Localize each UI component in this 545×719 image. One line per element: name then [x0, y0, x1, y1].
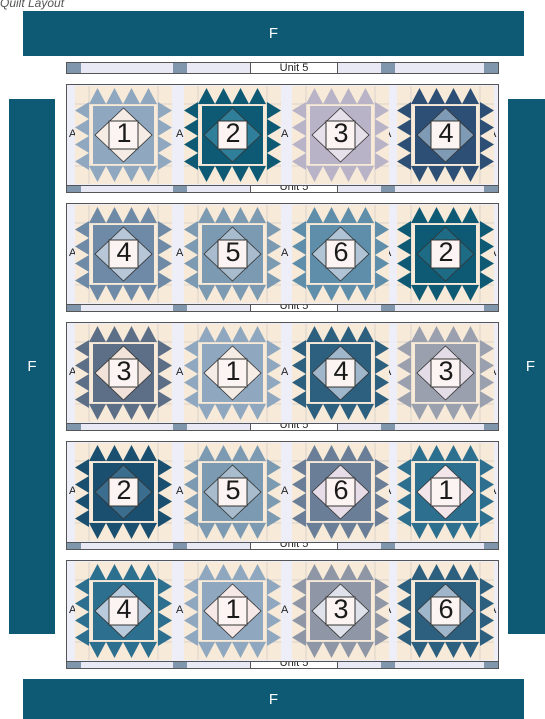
unit-a-label: A: [176, 366, 183, 378]
border-left: F: [9, 99, 55, 634]
block-number: 1: [218, 594, 248, 624]
block-number: 5: [218, 237, 248, 267]
block-number: 1: [218, 356, 248, 386]
sashing-cornerstone: [67, 63, 81, 73]
unit-a-label: A: [176, 247, 183, 259]
block-row: AAAAA 3 1 4: [66, 322, 499, 424]
sashing-cornerstone: [484, 63, 498, 73]
block-number: 1: [109, 118, 139, 148]
quilt-block: 2: [397, 205, 494, 303]
quilt-block: 4: [292, 324, 389, 422]
quilt-block: 1: [184, 562, 281, 660]
quilt-block: 2: [184, 86, 281, 184]
block-number: 2: [218, 118, 248, 148]
block-row: AAAAA 4 5 6: [66, 203, 499, 305]
block-row: AAAAA 2 5 6: [66, 441, 499, 543]
quilt-block: 1: [184, 324, 281, 422]
block-row: AAAAA 4 1 3: [66, 560, 499, 662]
block-number: 3: [109, 356, 139, 386]
block-number: 2: [109, 475, 139, 505]
quilt-block: 4: [75, 562, 172, 660]
unit-a-label: A: [176, 128, 183, 140]
block-number: 4: [431, 118, 461, 148]
border-bottom: F: [23, 679, 524, 719]
unit-a-label: A: [176, 485, 183, 497]
quilt-block: 5: [184, 205, 281, 303]
sashing-cornerstone: [173, 63, 187, 73]
quilt-block: 6: [292, 443, 389, 541]
block-number: 1: [431, 475, 461, 505]
quilt-block: 6: [397, 562, 494, 660]
block-number: 3: [326, 118, 356, 148]
block-row: AAAAA 1 2 3: [66, 84, 499, 186]
unit-a-label: A: [281, 485, 288, 497]
quilt-block: 5: [184, 443, 281, 541]
block-number: 4: [326, 356, 356, 386]
block-number: 6: [326, 237, 356, 267]
block-number: 2: [431, 237, 461, 267]
block-number: 3: [326, 594, 356, 624]
block-number: 6: [431, 594, 461, 624]
border-right: F: [508, 99, 545, 634]
block-number: 4: [109, 237, 139, 267]
quilt-block: 3: [292, 562, 389, 660]
quilt-block: 4: [75, 205, 172, 303]
quilt-block: 1: [75, 86, 172, 184]
sashing-strip: Unit 5: [66, 62, 499, 74]
unit-a-label: A: [281, 247, 288, 259]
unit-a-label: A: [281, 604, 288, 616]
border-bottom-label: F: [269, 691, 278, 708]
quilt-block: 6: [292, 205, 389, 303]
quilt-block: 1: [397, 443, 494, 541]
block-number: 5: [218, 475, 248, 505]
unit-a-label: A: [281, 128, 288, 140]
quilt-block: 3: [292, 86, 389, 184]
page-header: Quilt Layout: [0, 0, 64, 10]
border-left-label: F: [27, 358, 36, 375]
sashing-label: Unit 5: [250, 62, 338, 74]
unit-a-label: A: [176, 604, 183, 616]
block-number: 6: [326, 475, 356, 505]
border-top-label: F: [269, 25, 278, 42]
block-number: 4: [109, 594, 139, 624]
sashing-cornerstone: [381, 63, 395, 73]
quilt-block: 2: [75, 443, 172, 541]
quilt-block: 3: [397, 324, 494, 422]
quilt-block: 3: [75, 324, 172, 422]
border-right-label: F: [526, 358, 535, 375]
quilt-block: 4: [397, 86, 494, 184]
border-top: F: [23, 11, 524, 56]
block-number: 3: [431, 356, 461, 386]
unit-a-label: A: [281, 366, 288, 378]
